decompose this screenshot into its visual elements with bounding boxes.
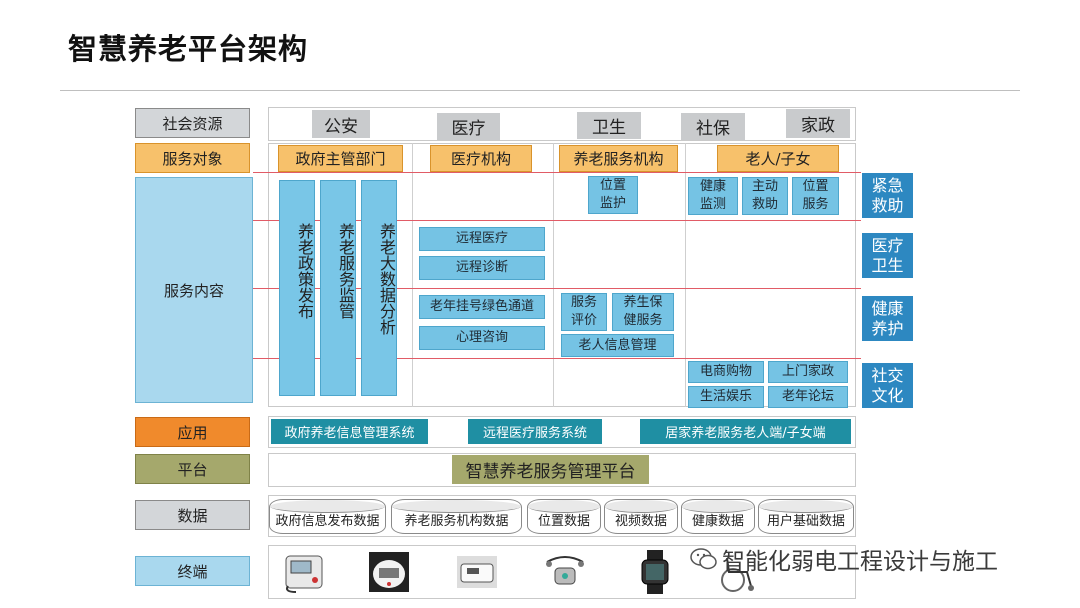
side-category-social: 社交文化 [862,363,913,408]
pension-service-wellness: 养生保健服务 [612,293,674,331]
smart-watch-device-icon [367,549,411,595]
object-pension-institution: 养老服务机构 [559,145,678,172]
medical-service-remote-care: 远程医疗 [419,227,545,251]
page-title: 智慧养老平台架构 [68,32,309,66]
database-video: 视频数据 [604,499,678,534]
column-divider [685,143,686,407]
database-gov-info: 政府信息发布数据 [269,499,386,534]
wechat-logo-icon [690,546,718,572]
layer-label-data: 数据 [135,500,250,530]
database-label: 视频数据 [614,514,667,529]
layer-label-terminal: 终端 [135,556,250,586]
medical-service-green-channel: 老年挂号绿色通道 [419,295,545,319]
app-remote-medical-system: 远程医疗服务系统 [468,419,602,444]
database-user-basic: 用户基础数据 [758,499,854,534]
social-resource-housekeeping: 家政 [786,109,850,138]
database-label: 用户基础数据 [766,514,845,529]
medical-service-remote-diagnosis: 远程诊断 [419,256,545,280]
elder-service-forum: 老年论坛 [768,386,848,408]
elder-service-ecommerce: 电商购物 [688,361,764,383]
database-pension-org: 养老服务机构数据 [391,499,522,534]
social-resource-police: 公安 [312,110,370,138]
layer-label-content: 服务内容 [135,177,253,403]
social-resource-health: 卫生 [577,112,641,139]
wheelchair-icon [714,549,760,595]
location-tracker-icon [540,549,590,595]
side-category-medical: 医疗卫生 [862,233,913,278]
column-divider [553,143,554,407]
watermark-text: 智能化弱电工程设计与施工 [722,549,998,575]
database-label: 位置数据 [537,514,590,529]
elder-service-location: 位置服务 [792,177,839,215]
database-location: 位置数据 [527,499,601,534]
gov-service-bigdata: 养老大数据分析 [361,180,397,396]
platform-name: 智慧养老服务管理平台 [452,455,649,484]
layer-label-objects: 服务对象 [135,143,250,173]
gov-service-label: 养老服务监管 [336,223,355,319]
side-category-emergency: 紧急救助 [862,173,913,218]
row-guide-line [253,172,861,173]
layer-label-platform: 平台 [135,454,250,484]
layer-label-social: 社会资源 [135,108,250,138]
row-guide-line [253,288,861,289]
pension-service-evaluation: 服务评价 [561,293,607,331]
gov-service-policy: 养老政策发布 [279,180,315,396]
elder-service-entertainment: 生活娱乐 [688,386,764,408]
database-health: 健康数据 [681,499,755,534]
database-label: 健康数据 [691,514,744,529]
pension-service-location: 位置监护 [588,176,638,214]
medical-service-counseling: 心理咨询 [419,326,545,350]
column-divider [412,143,413,407]
object-elder-children: 老人/子女 [717,145,839,172]
wrist-watch-icon [632,549,678,595]
blood-pressure-monitor-icon [281,549,327,595]
gov-service-supervision: 养老服务监管 [320,180,356,396]
elder-service-health-monitor: 健康监测 [688,177,738,215]
app-home-care-client: 居家养老服务老人端/子女端 [640,419,851,444]
gov-service-label: 养老政策发布 [295,223,314,319]
app-gov-system: 政府养老信息管理系统 [271,419,428,444]
database-label: 政府信息发布数据 [275,514,380,529]
row-guide-line [253,220,861,221]
social-resource-medical: 医疗 [437,113,500,140]
health-scale-icon [454,549,500,595]
object-medical-institution: 医疗机构 [430,145,532,172]
elder-service-home-housekeeping: 上门家政 [768,361,848,383]
social-resource-insurance: 社保 [681,113,745,140]
gov-service-label: 养老大数据分析 [377,223,396,335]
elder-service-rescue: 主动救助 [742,177,788,215]
pension-service-info-management: 老人信息管理 [561,334,674,357]
layer-label-app: 应用 [135,417,250,447]
row-guide-line [253,358,861,359]
object-government: 政府主管部门 [278,145,403,172]
database-label: 养老服务机构数据 [404,514,509,529]
title-divider [60,90,1020,91]
side-category-care: 健康养护 [862,296,913,341]
